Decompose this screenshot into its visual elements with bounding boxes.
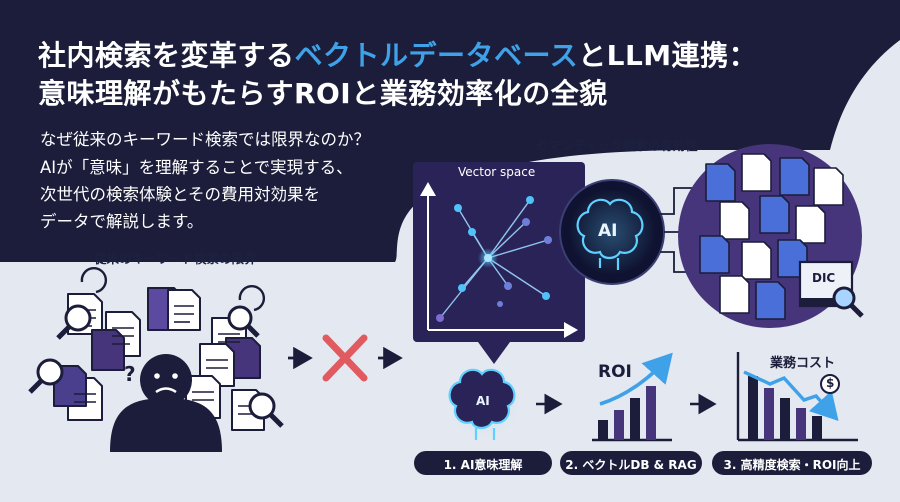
cost-chart-icon xyxy=(736,352,858,442)
step-pills xyxy=(414,451,872,475)
intro-line-4: データで解説します。 xyxy=(40,212,204,231)
intro-line-2: AIが「意味」を理解することで実現する、 xyxy=(40,158,353,177)
step-pill-2 xyxy=(560,451,702,475)
document-stack-icon xyxy=(699,153,844,320)
step-3-label: 3. 高精度検索・ROI向上 xyxy=(723,458,861,472)
magnifier-icon xyxy=(832,286,864,318)
brain-icon xyxy=(576,198,644,270)
semantic-docs-cluster xyxy=(678,144,864,328)
brain-icon xyxy=(448,366,520,440)
step-pill-1 xyxy=(414,451,552,475)
legacy-section-label: 従来のキーワード検索の限界 xyxy=(94,251,257,266)
title-prefix: 社内検索を変革する xyxy=(38,39,295,72)
cross-icon xyxy=(322,334,368,382)
legacy-search-illustration xyxy=(28,267,284,452)
intro-line-3: 次世代の検索体験とその費用対効果を xyxy=(40,185,321,204)
title-suffix: とLLM連携： xyxy=(578,39,758,72)
vector-space-label: Vector space xyxy=(458,165,536,179)
title-accent: ベクトルデータベース xyxy=(294,39,579,72)
vector-space-panel xyxy=(413,162,585,364)
vector-points xyxy=(436,196,552,322)
cost-label: 業務コスト xyxy=(770,356,836,371)
ai-brain-node xyxy=(559,179,665,285)
step-1-label: 1. AI意味理解 xyxy=(443,458,523,472)
person-icon xyxy=(110,354,222,452)
step-2-label: 2. ベクトルDB & RAG xyxy=(565,458,697,472)
step-pill-3 xyxy=(712,451,872,475)
trend-down-icon xyxy=(743,370,839,422)
book-icon xyxy=(798,260,854,308)
ai-badge-label: AI xyxy=(598,221,618,241)
page-title-line2: 意味理解がもたらすROIと業務効率化の全貌 xyxy=(38,77,608,110)
trend-up-icon xyxy=(599,352,673,406)
dollar-symbol: $ xyxy=(826,376,835,390)
coin-icon xyxy=(820,374,840,394)
question-mark: ? xyxy=(124,362,136,386)
document-stack-icon xyxy=(53,287,265,431)
page-title-line1: 社内検索を変革するベクトルデータベースとLLM連携： xyxy=(38,34,757,74)
bar-chart-icon xyxy=(592,386,672,442)
header-navy-shape xyxy=(0,0,900,262)
dic-label: DIC xyxy=(812,271,836,285)
roi-label: ROI xyxy=(598,362,632,382)
semantic-section-label: セマンティック検索の有効性 xyxy=(536,138,698,153)
intro-line-1: なぜ従来のキーワード検索では限界なのか？ xyxy=(40,130,370,149)
ai-small-label: AI xyxy=(476,394,490,408)
refresh-icon xyxy=(80,267,266,312)
magnifier-icon xyxy=(28,304,284,428)
